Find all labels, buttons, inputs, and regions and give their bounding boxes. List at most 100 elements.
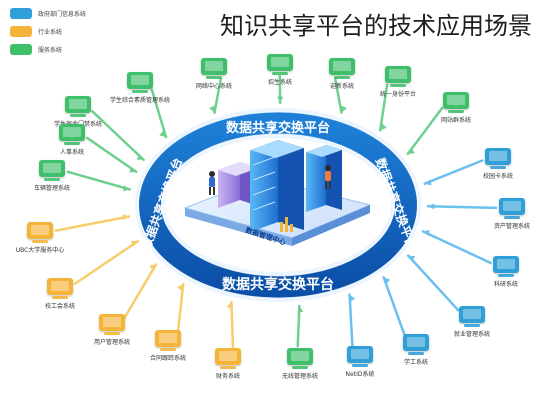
connector-line: [54, 215, 131, 232]
monitor-icon: [59, 124, 85, 141]
connector-arrowhead: [422, 230, 430, 236]
connector-arrowhead: [226, 301, 233, 309]
legend-item-service: 服务系统: [10, 44, 62, 55]
legend-label: 服务系统: [38, 47, 63, 54]
connector-arrowhead: [297, 305, 304, 313]
monitor-icon: [99, 314, 125, 331]
monitor-stand: [408, 352, 424, 355]
monitor-stand: [70, 114, 86, 117]
connector-arrowhead: [122, 214, 129, 221]
connector-line: [176, 282, 185, 332]
connection-arrows: [54, 74, 498, 348]
system-node: UBC大学服务中心: [8, 222, 72, 254]
monitor-icon: [127, 72, 153, 89]
node-label: 车辆管理系统: [33, 185, 70, 192]
node-label: 财务系统: [215, 373, 240, 380]
person-left: [209, 171, 215, 195]
system-node: 资产管理系统: [480, 198, 544, 230]
node-label: 人事系统: [59, 149, 84, 156]
node-label: 用户管理系统: [93, 339, 130, 346]
system-node: 网络中心系统: [182, 58, 246, 90]
monitor-icon: [329, 58, 355, 75]
connector-arrowhead: [159, 130, 167, 138]
gold-bars: [280, 217, 293, 232]
monitor-icon: [493, 256, 519, 273]
monitor-stand: [390, 84, 406, 87]
monitor-icon: [499, 198, 525, 215]
connector-line: [123, 263, 158, 319]
node-label: 科研系统: [493, 281, 518, 288]
system-node: 车辆管理系统: [20, 160, 84, 192]
system-node: 人事系统: [40, 124, 104, 156]
connector-arrowhead: [277, 96, 284, 104]
monitor-stand: [498, 274, 514, 277]
monitor-stand: [32, 240, 48, 243]
connector-arrowhead: [383, 277, 391, 285]
connector-line: [230, 300, 235, 348]
connector-line: [150, 88, 168, 139]
system-node: 用户管理系统: [80, 314, 144, 346]
system-node: 迎新系统: [310, 58, 374, 90]
connector-arrowhead: [209, 105, 215, 113]
ring-text-top: 数据共享交换平台: [226, 120, 330, 136]
node-label: 学工系统: [403, 359, 428, 366]
system-node: 无线管理系统: [268, 348, 332, 380]
monitor-stand: [220, 366, 236, 369]
ring-outer-edge: [137, 111, 419, 299]
system-node: 网站群系统: [424, 92, 488, 124]
connector-line: [91, 110, 145, 162]
node-label: 就业管理系统: [453, 331, 490, 338]
node-label: UBC大学服务中心: [15, 247, 65, 254]
monitor-icon: [201, 58, 227, 75]
node-label: 迎新系统: [329, 83, 354, 90]
node-label: 网络中心系统: [195, 83, 232, 90]
monitor-stand: [104, 332, 120, 335]
legend-swatch-green: [10, 44, 32, 55]
connector-line: [66, 170, 132, 191]
connector-arrowhead: [176, 284, 184, 291]
connector-line: [85, 136, 138, 174]
monitor-icon: [155, 330, 181, 347]
node-label: 合同跟踪系统: [149, 355, 186, 362]
monitor-icon: [403, 334, 429, 351]
connector-arrowhead: [130, 240, 138, 247]
node-label: 统一身份平台: [379, 91, 416, 98]
monitor-icon: [47, 278, 73, 295]
monitor-stand: [352, 364, 368, 367]
monitor-stand: [206, 76, 222, 79]
monitor-stand: [334, 76, 350, 79]
connector-arrowhead: [380, 123, 387, 131]
connector-arrowhead: [129, 166, 137, 173]
monitor-icon: [65, 96, 91, 113]
connector-line: [333, 77, 343, 114]
node-label: 无线管理系统: [281, 373, 318, 380]
node-label: 校园卡系统: [482, 173, 513, 180]
monitor-icon: [287, 348, 313, 365]
connector-line: [426, 205, 498, 210]
connector-arrowhead: [408, 255, 416, 262]
monitor-stand: [504, 216, 520, 219]
monitor-stand: [448, 110, 464, 113]
connector-arrowhead: [407, 148, 415, 154]
system-node: 合同跟踪系统: [136, 330, 200, 362]
connector-line: [213, 77, 223, 114]
node-label: 招生系统: [267, 79, 292, 86]
node-label: 学生综合素质管理系统: [109, 97, 170, 104]
connector-line: [406, 106, 444, 156]
connector-line: [421, 230, 492, 265]
monitor-stand: [272, 72, 288, 75]
monitor-icon: [459, 306, 485, 323]
system-node: 就业管理系统: [440, 306, 504, 338]
node-label: 校工会系统: [44, 303, 75, 310]
legend-label: 政府部门信息系统: [38, 11, 87, 18]
system-node: 科研系统: [474, 256, 538, 288]
node-label: 网站群系统: [440, 117, 471, 124]
server-tall: [250, 140, 304, 232]
connector-arrowhead: [427, 203, 435, 210]
monitor-icon: [215, 348, 241, 365]
platform-front: [185, 208, 292, 246]
node-label: 资产管理系统: [493, 223, 530, 230]
person-right: [325, 165, 331, 189]
connector-line: [406, 254, 460, 312]
